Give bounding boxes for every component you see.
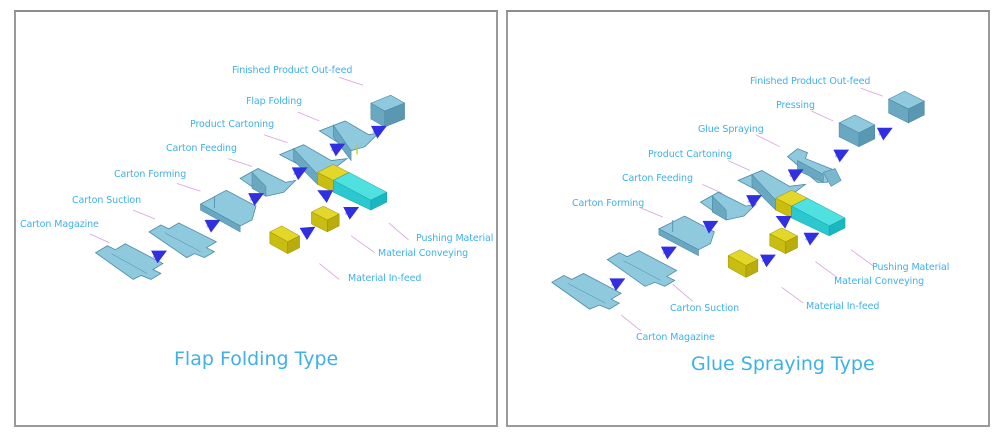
carton-feeding-shape xyxy=(699,191,758,221)
leader-line-carton-feeding xyxy=(228,158,253,167)
flow-arrow xyxy=(151,250,168,264)
leader-line-pushing-material xyxy=(388,222,409,241)
leader-lines xyxy=(620,87,883,332)
leader-line-pressing xyxy=(811,110,834,122)
leader-line-material-conveying xyxy=(815,261,838,278)
glue-spraying-shape xyxy=(786,148,842,187)
leader-lines xyxy=(89,76,409,280)
flow-arrow-push xyxy=(317,190,334,203)
label-finished-outfeed: Finished Product Out-feed xyxy=(232,65,353,76)
finished-product-box xyxy=(370,94,406,128)
glue-spraying-diagram xyxy=(551,87,925,332)
label-carton-magazine: Carton Magazine xyxy=(20,219,99,230)
flow-arrow xyxy=(803,232,820,246)
flow-arrow xyxy=(702,220,719,234)
carton-magazine-blank xyxy=(94,243,164,280)
label-carton-forming: Carton Forming xyxy=(114,169,187,180)
pusher-bar xyxy=(332,172,388,211)
pressing-box xyxy=(838,114,876,148)
leader-line-carton-magazine xyxy=(89,233,110,244)
flap-folding-panel: Finished Product Out-feed Flap Folding P… xyxy=(14,10,498,427)
label-material-conveying: Material Conveying xyxy=(378,248,469,259)
leader-line-carton-forming xyxy=(640,207,663,218)
flow-arrow xyxy=(370,125,387,139)
label-pushing-material: Pushing Material xyxy=(872,262,950,273)
label-product-cartoning: Product Cartoning xyxy=(190,119,274,130)
flow-arrow xyxy=(660,246,677,260)
label-finished-outfeed: Finished Product Out-feed xyxy=(750,76,871,87)
carton-suction-blank xyxy=(148,222,218,259)
flow-arrows xyxy=(151,125,387,264)
glue-spraying-panel: Finished Product Out-feed Pressing Glue … xyxy=(506,10,990,427)
label-carton-feeding: Carton Feeding xyxy=(622,173,693,184)
label-material-conveying: Material Conveying xyxy=(834,276,925,287)
carton-feeding-shape xyxy=(239,168,297,197)
material-infeed-block xyxy=(727,249,759,278)
flow-arrow xyxy=(876,127,893,141)
label-glue-spraying: Glue Spraying xyxy=(698,124,764,135)
flow-arrow xyxy=(759,254,776,268)
label-carton-feeding: Carton Feeding xyxy=(166,143,237,154)
leader-line-flap-folding xyxy=(297,111,320,122)
leader-line-carton-forming xyxy=(176,182,201,192)
label-material-infeed: Material In-feed xyxy=(348,273,422,284)
flap-folding-shape xyxy=(318,120,381,162)
label-product-cartoning: Product Cartoning xyxy=(648,149,732,160)
leader-line-pushing-material xyxy=(850,249,874,266)
flow-arrow xyxy=(746,195,763,208)
flow-arrow xyxy=(329,143,346,157)
material-conveying-block xyxy=(310,205,340,233)
label-carton-forming: Carton Forming xyxy=(572,198,645,209)
material-conveying-block xyxy=(769,227,799,255)
leader-line-carton-suction xyxy=(133,209,156,220)
leader-line-material-infeed xyxy=(319,263,340,280)
label-carton-suction: Carton Suction xyxy=(72,195,142,206)
carton-forming-shape xyxy=(199,189,257,233)
label-material-infeed: Material In-feed xyxy=(806,301,880,312)
flow-arrow xyxy=(787,169,804,183)
flow-arrow xyxy=(299,226,316,241)
pusher-bar xyxy=(791,197,846,237)
panel-title: Flap Folding Type xyxy=(174,348,339,370)
carton-suction-blank xyxy=(606,250,678,287)
leader-line-glue-spraying xyxy=(755,134,780,148)
flap-folding-diagram xyxy=(89,76,409,280)
label-carton-magazine: Carton Magazine xyxy=(636,332,715,343)
flow-arrow-push xyxy=(775,215,792,229)
flow-arrows xyxy=(609,127,893,292)
flow-arrow xyxy=(609,278,626,292)
label-pressing: Pressing xyxy=(776,100,815,111)
flow-arrow xyxy=(343,207,360,220)
flow-arrow xyxy=(204,219,221,233)
panel-title: Glue Spraying Type xyxy=(691,353,875,375)
leader-line-carton-feeding xyxy=(702,183,723,194)
flow-arrow xyxy=(291,167,308,181)
label-flap-folding: Flap Folding xyxy=(246,96,303,107)
label-carton-suction: Carton Suction xyxy=(670,303,740,314)
leader-line-product-cartoning xyxy=(728,160,751,171)
finished-product-box xyxy=(887,90,925,124)
leader-line-material-conveying xyxy=(350,235,376,253)
leader-line-material-infeed xyxy=(781,287,804,304)
carton-forming-shape xyxy=(657,215,715,257)
flow-arrow xyxy=(833,149,850,163)
carton-magazine-blank xyxy=(551,273,623,310)
material-infeed-block xyxy=(269,225,301,255)
flow-arrow xyxy=(248,193,265,206)
label-pushing-material: Pushing Material xyxy=(416,233,494,244)
leader-line-outfeed xyxy=(339,76,364,86)
leader-line-outfeed xyxy=(860,87,883,97)
leader-line-carton-suction xyxy=(672,284,693,302)
leader-line-carton-magazine xyxy=(620,314,642,332)
leader-line-product-cartoning xyxy=(263,134,288,144)
